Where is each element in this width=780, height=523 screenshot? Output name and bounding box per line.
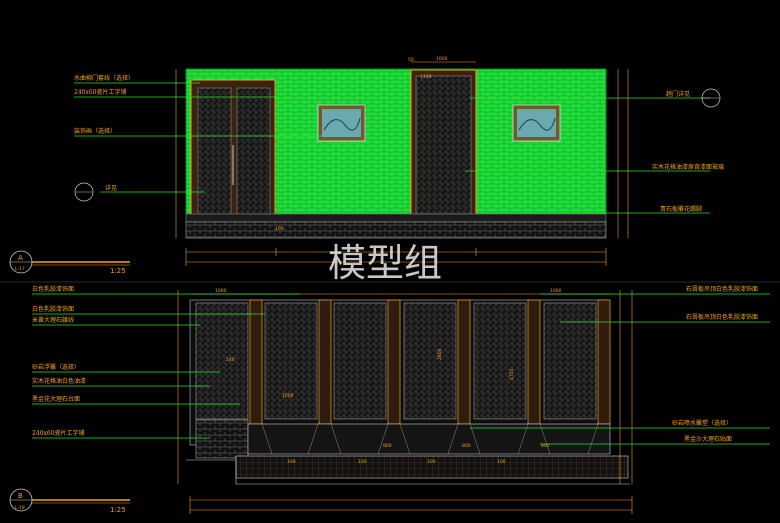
tile-band-b <box>195 419 249 459</box>
label-b-left-2: 白色乳胶漆饰面 <box>32 305 74 313</box>
dim-b-8: 800 <box>541 443 550 449</box>
label-a-left-3: 装饰画（选择） <box>74 127 116 135</box>
dim-b-9: 100 <box>287 459 296 465</box>
leaders-b-left <box>32 293 300 439</box>
dim-b-3: 2800 <box>437 348 443 360</box>
title-marker-a <box>9 250 130 274</box>
dim-b-1: 1000 <box>215 288 227 294</box>
label-b-left-7: 240x60瓷片工字铺 <box>32 429 84 437</box>
watermark: 模型组 <box>328 241 442 285</box>
scale-a: 1:25 <box>110 267 126 275</box>
marker-a-ref: L-17 <box>15 266 25 272</box>
label-b-right-4: 黑金沙大理石贴面 <box>684 435 732 443</box>
label-a-right-3: 青石板雕花踢脚 <box>660 205 702 213</box>
dim-b-2: 1000 <box>550 288 562 294</box>
counter-b <box>247 423 611 455</box>
dim-b-4: 1750 <box>509 368 515 380</box>
label-a-right-1: 趟门详见 <box>666 90 690 98</box>
label-b-right-1: 石膏板吊顶白色乳胶漆饰面 <box>686 285 758 293</box>
label-a-left-1: 水曲柳门套线（选择） <box>74 74 134 82</box>
label-b-left-4: 砂岩浮雕（选择） <box>32 363 80 371</box>
floor-a <box>185 221 607 239</box>
painting-right <box>512 104 561 142</box>
leaders-a-right <box>465 97 710 214</box>
leaders-a-left <box>74 82 322 193</box>
leaders-b-right <box>470 293 770 445</box>
marker-b-letter: B <box>18 492 23 500</box>
label-a-left-4: 详见 <box>105 184 117 192</box>
label-b-right-2: 石膏板吊顶白色乳胶漆饰面 <box>686 313 758 321</box>
label-b-left-5: 实木花格油白色油漆 <box>32 377 86 385</box>
label-b-left-3: 米黄大理石腰线 <box>32 316 74 324</box>
dim-a-1: 50 <box>408 57 414 63</box>
elevation-a: 50 1000 1100 100 水曲柳门套线（选择） 240x60瓷片工字铺 … <box>9 56 724 275</box>
title-marker-b <box>9 488 130 512</box>
label-a-left-2: 240x60瓷片工字铺 <box>74 88 126 96</box>
dim-b-5: 1000 <box>282 393 294 399</box>
dim-a-2: 1000 <box>436 56 448 62</box>
door-right <box>410 69 477 223</box>
lattice-panels <box>195 302 597 420</box>
dim-b-12: 100 <box>497 459 506 465</box>
dim-a-3: 1100 <box>420 74 432 80</box>
detail-callout-circle-a <box>74 182 94 202</box>
label-b-right-3: 砂岩喷水雕塑（选择） <box>672 419 732 427</box>
door-left <box>190 79 276 223</box>
painting-left <box>317 104 366 142</box>
dim-b-7: 800 <box>462 443 471 449</box>
counter-facets <box>261 423 599 455</box>
baseboard-a <box>185 213 607 223</box>
dim-b-13: 240 <box>226 357 235 363</box>
marker-a-letter: A <box>18 254 23 262</box>
marker-b-ref: L-18 <box>15 505 25 511</box>
label-b-left-6: 黑金花大理石台面 <box>32 395 80 403</box>
label-a-right-2: 实木花格油漆原背漆面玻璃 <box>652 163 724 171</box>
label-b-left-1: 白色乳胶漆饰面 <box>32 285 74 293</box>
dim-b-6: 800 <box>383 443 392 449</box>
dim-a-4: 100 <box>275 226 284 232</box>
elevation-b: 1000 1000 2800 1750 1000 800 800 800 100… <box>9 285 770 514</box>
scale-b: 1:25 <box>110 506 126 514</box>
floor-outline <box>186 459 630 485</box>
dim-b-10: 100 <box>358 459 367 465</box>
dim-b-11: 100 <box>427 459 436 465</box>
detail-callout-circle-a-right <box>701 88 721 108</box>
